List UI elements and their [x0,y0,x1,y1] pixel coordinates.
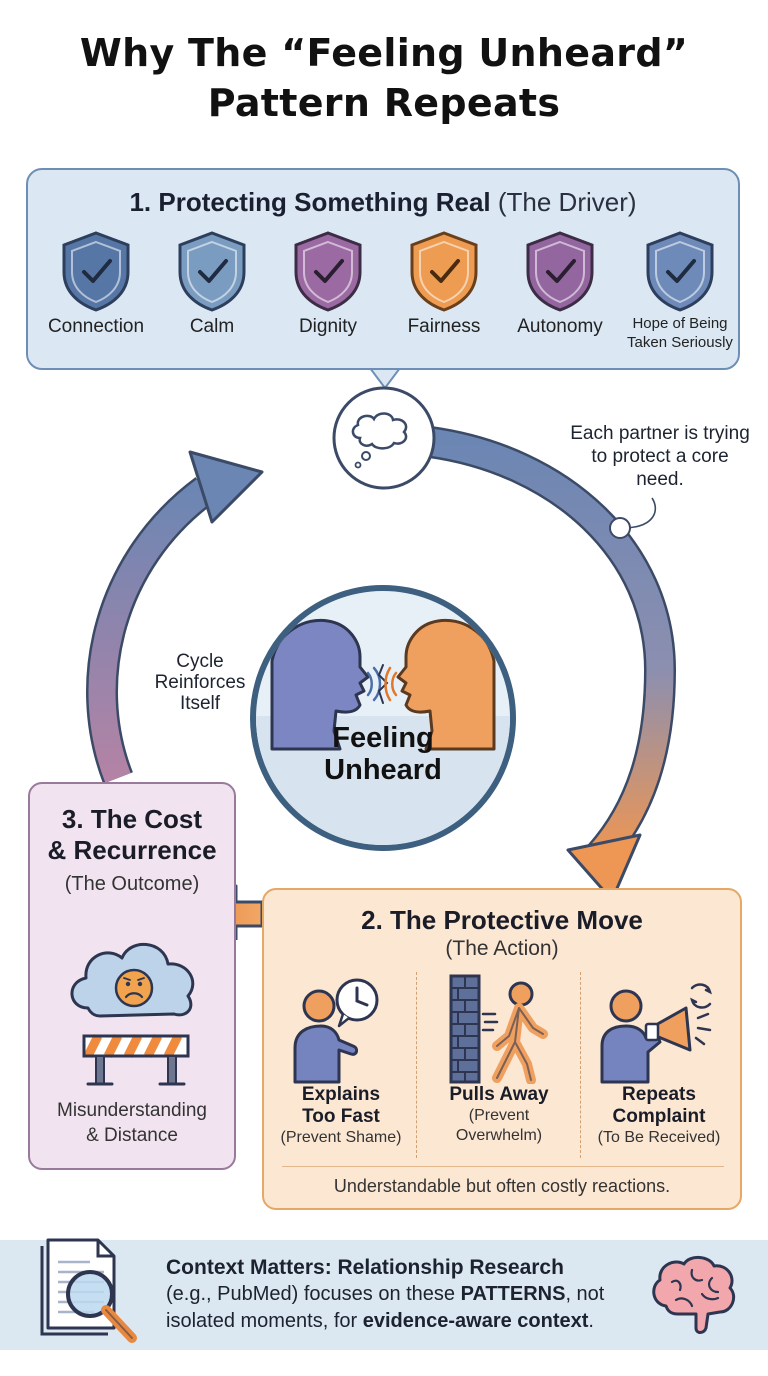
driver-heading-paren: (The Driver) [497,187,637,217]
move-note-line-2: Overwhelm) [455,1127,543,1144]
context-footer: Context Matters: Relationship Research (… [0,1238,768,1350]
outcome-heading: 3. The Cost & Recurrence [30,804,234,866]
center-label-line-2: Unheard [324,754,442,786]
cycle-note-core-need: Each partner is trying to protect a core… [570,423,750,490]
outcome-sub: (The Outcome) [64,873,200,895]
move-explains-too-fast: Explains Too Fast (Prevent Shame) [266,974,416,1148]
center-label: Feeling Unheard [250,722,516,786]
move-name-line-2: Complaint [612,1106,706,1127]
need-label: Autonomy [517,316,603,337]
outcome-caption: Misunderstanding & Distance [30,1098,234,1148]
driver-heading: 1. Protecting Something Real (The Driver… [28,186,738,218]
brain-icon [652,1256,736,1334]
driver-heading-main: 1. Protecting Something Real [129,187,491,217]
page-title: Why The “Feeling Unheard” Pattern Repeat… [0,28,768,128]
context-text-b: , not isolated moments, for [166,1283,605,1332]
move-note-line-1: (To Be Received) [597,1129,721,1146]
need-connection: Connection [40,230,152,338]
center-label-line-1: Feeling [332,722,434,754]
action-caption: Understandable but often costly reaction… [333,1176,671,1196]
context-bold-patterns: PATTERNS [460,1283,566,1305]
person-clock-icon [293,978,379,1084]
need-label: Fairness [407,316,481,337]
move-name-line-1: Explains [301,1084,381,1105]
shield-check-icon [410,231,478,312]
need-fairness: Fairness [388,230,500,338]
need-autonomy: Autonomy [504,230,616,338]
move-note-line-1: (Prevent [468,1107,530,1124]
move-note-line-1: (Prevent Shame) [280,1129,402,1146]
move-name-line-2: Too Fast [302,1106,380,1127]
column-divider [416,972,417,1158]
action-sub: (The Action) [445,937,559,960]
need-dignity: Dignity [272,230,384,338]
need-label: Hope of Being Taken Seriously [627,315,733,351]
column-divider [580,972,581,1158]
sad-cloud-barrier-icon [70,942,195,1086]
title-line-2: Pattern Repeats [207,81,561,125]
action-panel: 2. The Protective Move (The Action) Expl… [262,888,742,1210]
outcome-heading-line-1: 3. The Cost [61,804,203,834]
shield-check-icon [646,231,714,312]
move-name-line-1: Repeats [622,1084,696,1105]
move-repeats-complaint: Repeats Complaint (To Be Received) [584,974,734,1148]
wall-walking-away-icon [449,974,548,1084]
shield-check-icon [62,231,130,312]
feeling-unheard-circle [250,585,516,851]
outcome-heading-line-2: & Recurrence [47,835,217,865]
need-label: Connection [47,316,145,337]
outcome-caption-line-1: Misunderstanding [57,1100,207,1121]
title-line-1: Why The “Feeling Unheard” [79,31,689,75]
shield-check-icon [294,231,362,312]
cycle-note-reinforces: Cycle Reinforces Itself [154,651,246,714]
two-faces-icon [256,618,510,845]
move-pulls-away: Pulls Away (Prevent Overwhelm) [424,974,574,1146]
caption-divider [282,1166,724,1167]
action-heading: 2. The Protective Move [361,905,643,935]
move-name-line-1: Pulls Away [449,1084,549,1105]
context-text-c: . [588,1310,594,1332]
outcome-panel: 3. The Cost & Recurrence (The Outcome) M… [28,782,236,1170]
context-text: Context Matters: Relationship Research (… [166,1254,646,1335]
context-bold-evidence: evidence-aware context [362,1310,589,1332]
shield-check-icon [178,231,246,312]
document-magnifier-icon [40,1238,137,1343]
person-megaphone-icon [600,983,712,1084]
need-hope: Hope of Being Taken Seriously [620,230,740,352]
need-label: Dignity [298,316,358,337]
shield-check-icon [526,231,594,312]
context-heading: Context Matters: Relationship Research [166,1256,564,1279]
driver-panel: 1. Protecting Something Real (The Driver… [26,168,740,370]
outcome-caption-line-2: & Distance [86,1125,178,1146]
context-text-a: (e.g., PubMed) focuses on these [166,1283,461,1305]
need-label: Calm [189,316,235,337]
need-calm: Calm [156,230,268,338]
